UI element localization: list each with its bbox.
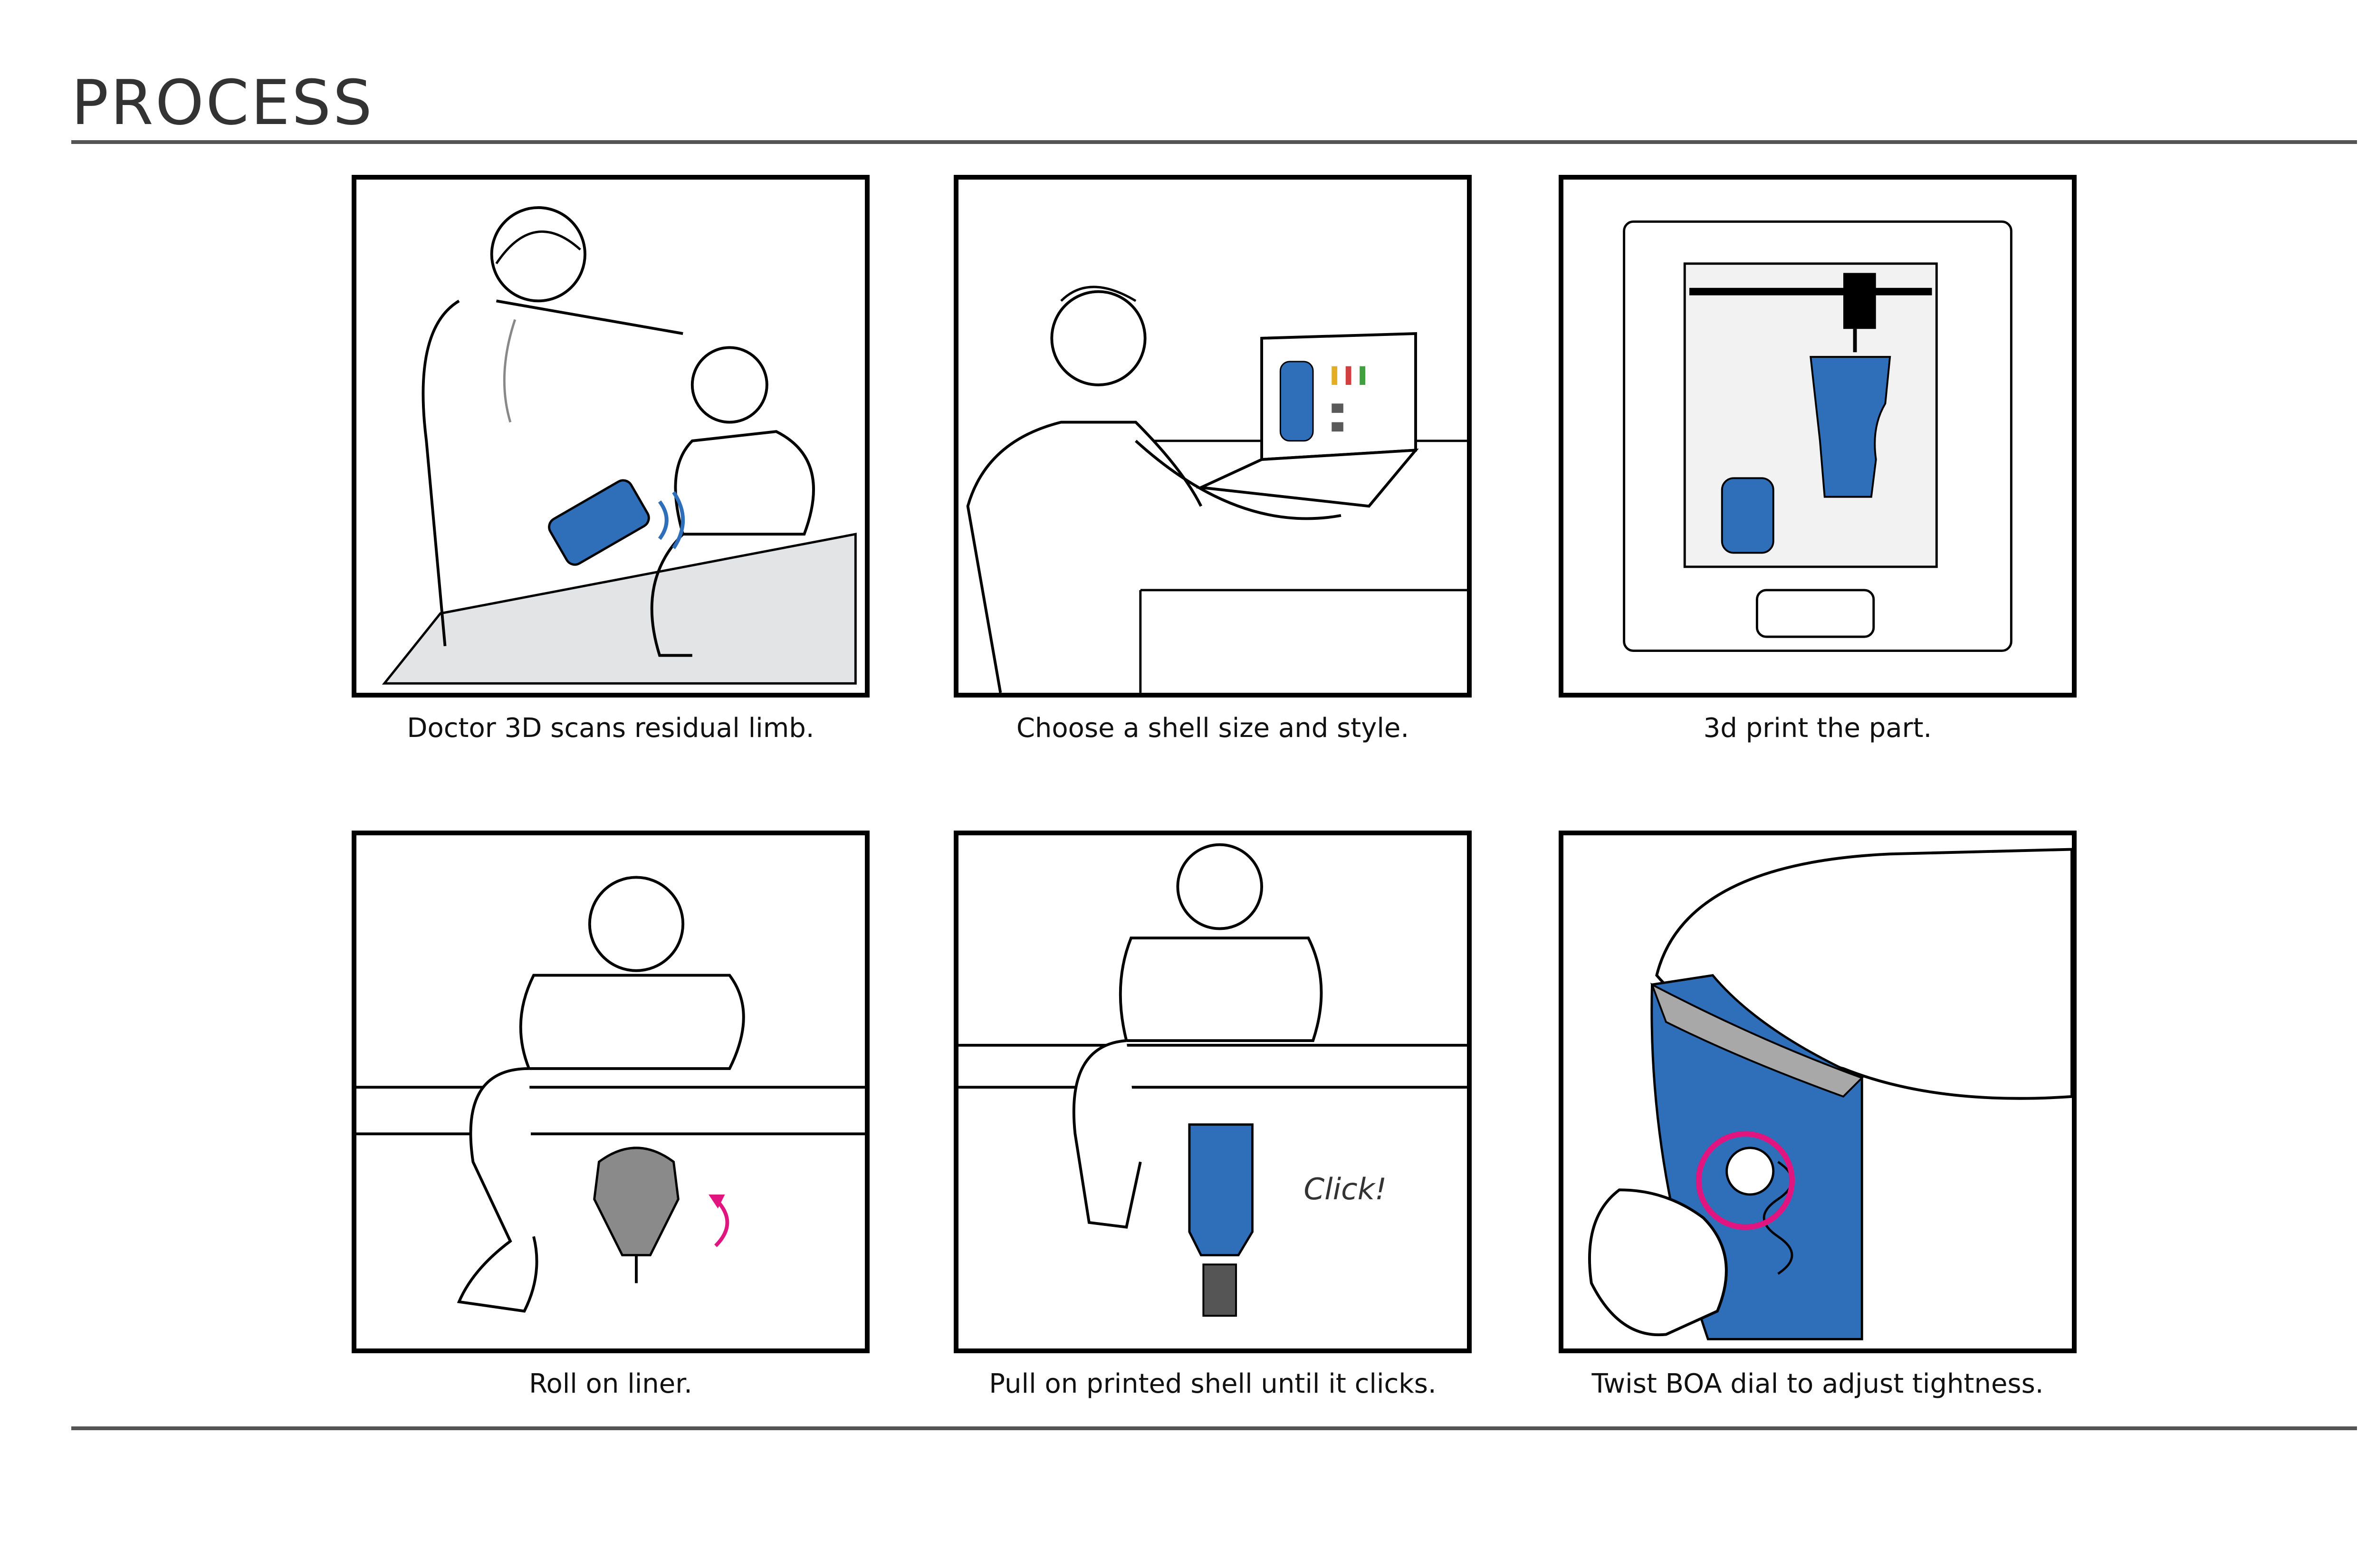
- footer-divider: [71, 1426, 2357, 1430]
- boa-dial-illustration: [1588, 848, 2072, 1340]
- header-divider: [71, 140, 2357, 144]
- pull-shell-illustration: Click!: [958, 843, 1467, 1317]
- step-1-panel: [352, 175, 870, 698]
- step-5-panel: Click!: [954, 831, 1472, 1353]
- step-6-panel: [1559, 831, 2077, 1353]
- doctor-scan-illustration: [382, 206, 857, 685]
- step-5-caption: Pull on printed shell until it clicks.: [989, 1368, 1437, 1399]
- step-3-caption: 3d print the part.: [1703, 713, 1932, 744]
- step-3-panel: [1559, 175, 2077, 698]
- page-title: PROCESS: [71, 67, 374, 139]
- step-2-panel: [954, 175, 1472, 698]
- step-4-caption: Roll on liner.: [529, 1368, 692, 1399]
- design-software-illustration: [966, 286, 1467, 693]
- click-sound-label: Click!: [1303, 1172, 1387, 1206]
- step-1-caption: Doctor 3D scans residual limb.: [407, 713, 814, 744]
- step-6-caption: Twist BOA dial to adjust tightness.: [1591, 1368, 2044, 1399]
- 3d-printer-illustration: [1623, 220, 2012, 652]
- step-4-panel: [352, 831, 870, 1353]
- step-2-caption: Choose a shell size and style.: [1016, 713, 1409, 744]
- roll-liner-illustration: [356, 876, 865, 1313]
